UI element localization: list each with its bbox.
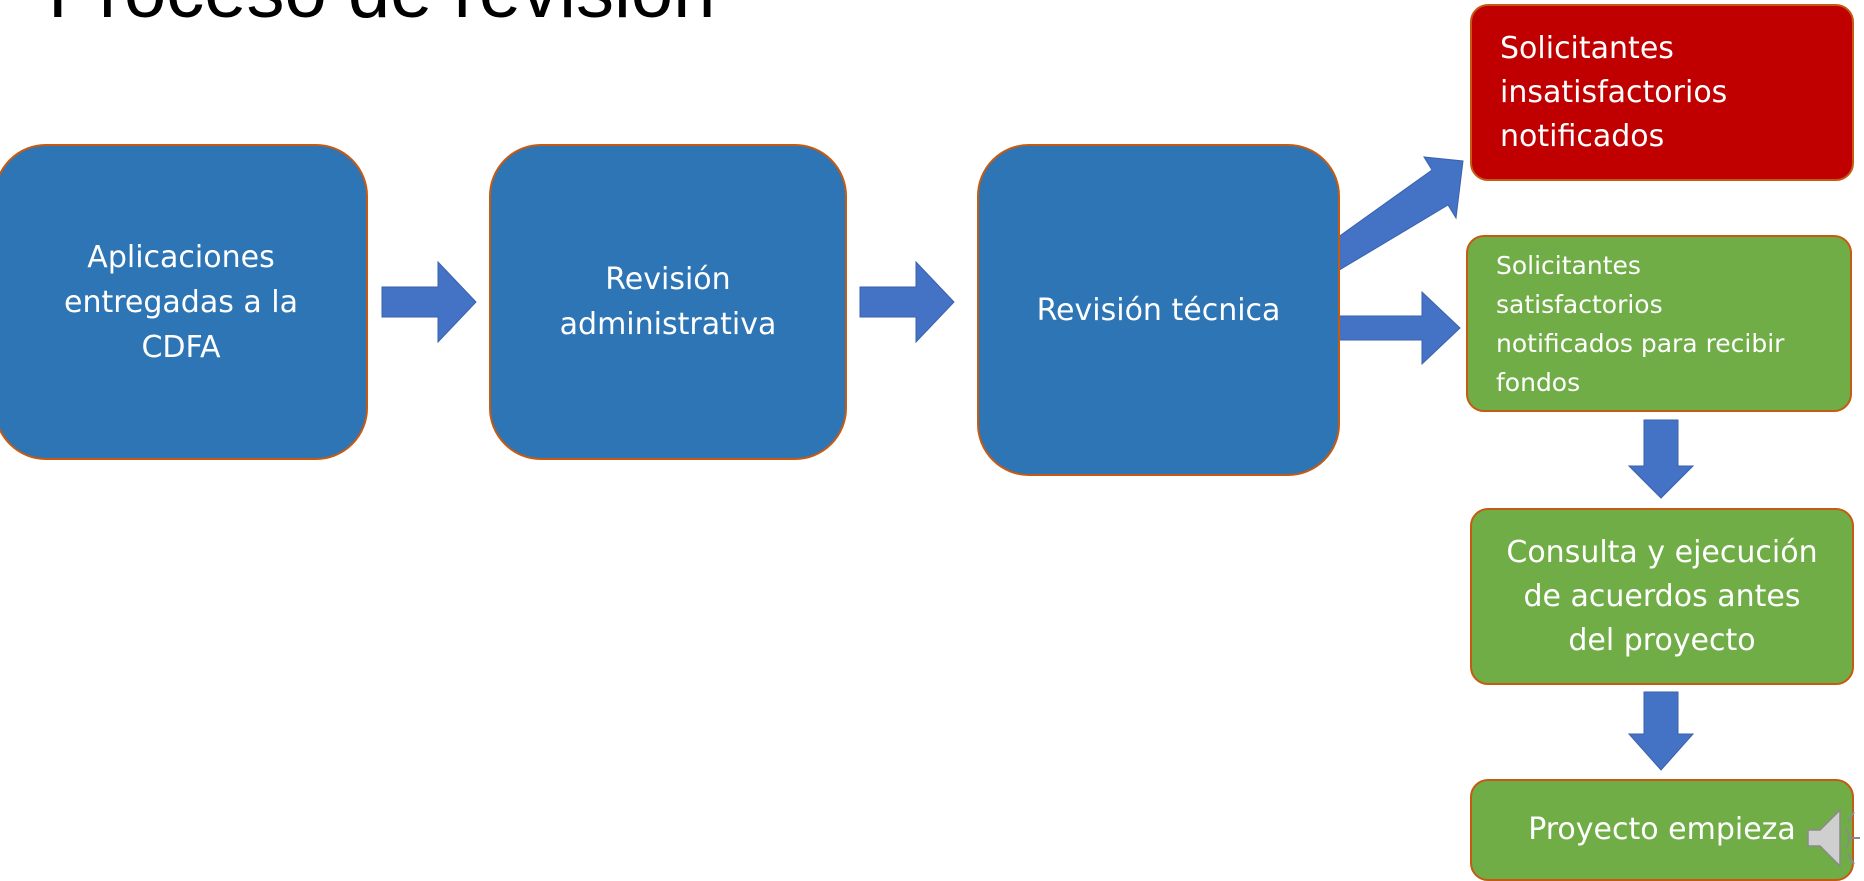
node-project-start: Proyecto empieza	[1470, 779, 1854, 881]
node-unsatisfactory-label: Solicitantes insatisfactorios notificado…	[1500, 30, 1728, 154]
node-admin-review-label: Revisión administrativa	[559, 262, 777, 342]
node-consultation-label: Consulta y ejecución de acuerdos antes d…	[1506, 534, 1818, 658]
node-admin-review: Revisión administrativa	[489, 144, 847, 460]
node-submitted-label: Aplicaciones entregadas a la CDFA	[63, 239, 299, 365]
node-technical-review-label: Revisión técnica	[1036, 292, 1281, 328]
node-technical-review: Revisión técnica	[977, 144, 1340, 476]
arrow-admin-to-technical	[859, 260, 955, 344]
node-consultation: Consulta y ejecución de acuerdos antes d…	[1470, 508, 1854, 685]
node-satisfactory-label: Solicitantes satisfactorios notificados …	[1496, 250, 1785, 397]
arrow-technical-to-unsatisfactory	[1319, 156, 1464, 273]
node-satisfactory: Solicitantes satisfactorios notificados …	[1466, 235, 1852, 412]
speaker-icon[interactable]	[1806, 800, 1862, 876]
node-unsatisfactory: Solicitantes insatisfactorios notificado…	[1470, 4, 1854, 181]
slide-title: Proceso de revisión	[48, 0, 715, 35]
arrow-submitted-to-admin	[381, 260, 477, 344]
node-submitted: Aplicaciones entregadas a la CDFA	[0, 144, 368, 460]
arrow-consultation-to-project	[1627, 691, 1695, 771]
arrow-satisfactory-to-consultation	[1627, 419, 1695, 499]
node-project-start-label: Proyecto empieza	[1528, 812, 1796, 847]
